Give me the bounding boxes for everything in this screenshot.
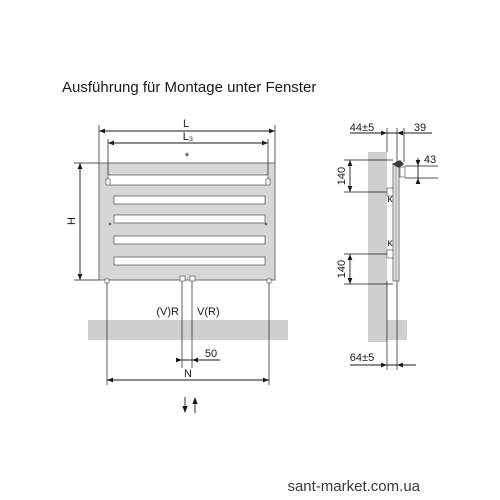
label-h: H [66, 217, 78, 225]
label-upper-140: 140 [336, 167, 348, 185]
top-rail [107, 174, 269, 186]
lower-bracket [386, 249, 394, 259]
flow-arrow-up-icon [192, 397, 198, 404]
top-rail-pin-left [105, 178, 111, 186]
floor-band [88, 320, 288, 340]
arrowhead-bottom-1 [381, 362, 387, 368]
label-right-connection: V(R) [197, 306, 220, 318]
arrowhead-top-2 [397, 130, 403, 136]
label-depth: 39 [414, 122, 426, 134]
radiator-slot-4 [113, 256, 266, 266]
connector-left [179, 275, 186, 282]
drawing-title: Ausführung für Montage unter Fenster [62, 79, 316, 96]
arrowhead-l3-left [108, 140, 114, 146]
label-l: L [183, 118, 189, 130]
side-dot-left [108, 222, 112, 226]
lower-bracket-mark-icon: ĸ [388, 238, 394, 249]
side-dot-right [264, 222, 268, 226]
flow-arrow-down-icon [182, 406, 188, 413]
arrowhead-upper-140-bottom [347, 186, 353, 192]
label-50: 50 [205, 348, 217, 360]
radiator-slot-1 [113, 195, 266, 205]
front-view: L L₃ * H (V)R V(R) 50 N [66, 118, 288, 413]
arrowhead-l-right [269, 128, 275, 134]
arrowhead-l3-right [262, 140, 268, 146]
label-star: * [185, 151, 190, 163]
label-bottom-offset: 64±5 [350, 352, 374, 364]
arrowhead-h-top [77, 163, 83, 169]
arrowhead-43-top [415, 160, 421, 166]
arrowhead-l-left [99, 128, 105, 134]
label-top-offset: 44±5 [350, 122, 374, 134]
top-bracket [399, 166, 406, 178]
arrowhead-50-right [192, 357, 198, 363]
connector-right [189, 275, 196, 282]
top-rail-pin-right [265, 178, 271, 186]
arrowhead-50-left [176, 357, 182, 363]
arrowhead-lower-140-bottom [347, 278, 353, 284]
arrowhead-n-right [263, 377, 269, 383]
label-43: 43 [424, 154, 436, 166]
watermark: sant-market.com.ua [287, 478, 420, 495]
arrowhead-n-left [107, 377, 113, 383]
arrowhead-lower-140-top [347, 254, 353, 260]
side-view: ĸ ĸ 44±5 39 43 140 140 [336, 122, 438, 370]
radiator-slot-3 [113, 235, 266, 245]
arrowhead-top-1 [381, 130, 387, 136]
label-left-connection: (V)R [156, 306, 179, 318]
bottom-foot-left [104, 278, 110, 284]
bottom-foot-right [266, 278, 272, 284]
label-lower-140: 140 [336, 260, 348, 278]
label-l3: L₃ [183, 131, 194, 143]
arrowhead-h-bottom [77, 274, 83, 280]
top-cap [392, 160, 404, 168]
upper-bracket-mark-icon: ĸ [388, 194, 394, 205]
arrowhead-bottom-2 [397, 362, 403, 368]
arrowhead-43-bottom [415, 178, 421, 184]
label-n: N [184, 368, 192, 380]
arrowhead-upper-140-top [347, 160, 353, 166]
radiator-slot-2 [113, 214, 266, 224]
wall-section [368, 152, 387, 342]
